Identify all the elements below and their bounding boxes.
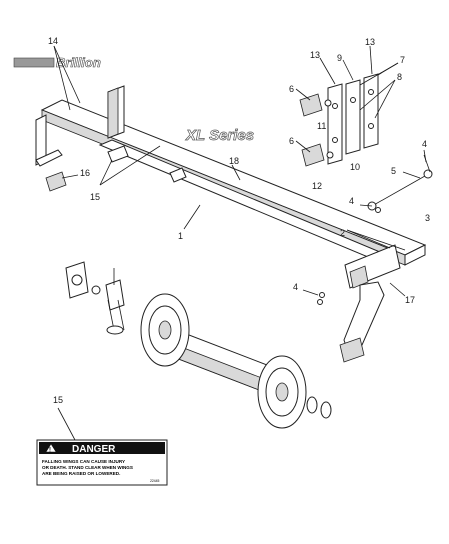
danger-line-1: FALLING WINGS CAN CAUSE INJURY bbox=[42, 459, 125, 464]
callout-14: 14 bbox=[48, 36, 58, 46]
danger-code: 22445 bbox=[150, 479, 160, 483]
callout-18: 18 bbox=[229, 156, 239, 166]
callout-7: 7 bbox=[400, 55, 405, 65]
callout-15-lower: 15 bbox=[53, 395, 63, 405]
callout-1: 1 bbox=[178, 231, 183, 241]
callout-8: 8 bbox=[397, 72, 402, 82]
callout-5: 5 bbox=[391, 166, 396, 176]
callout-4-low: 4 bbox=[293, 282, 298, 292]
xl-series-logo: XL Series bbox=[185, 127, 254, 144]
svg-text:!: ! bbox=[49, 448, 51, 454]
callout-10: 10 bbox=[350, 162, 360, 172]
callout-3: 3 bbox=[425, 213, 430, 223]
callout-6-lower: 6 bbox=[289, 136, 294, 146]
callout-17: 17 bbox=[405, 295, 415, 305]
danger-line-3: ARE BEING RAISED OR LOWERED. bbox=[42, 471, 120, 476]
cylinder-arm bbox=[367, 154, 433, 211]
main-frame bbox=[35, 85, 427, 363]
bearing-hardware bbox=[65, 261, 125, 335]
packer-roller bbox=[140, 293, 332, 429]
brillion-logo-text: Brillion bbox=[56, 55, 101, 70]
bolt-assemblies bbox=[299, 93, 334, 167]
danger-title: DANGER bbox=[72, 444, 116, 455]
callout-11: 11 bbox=[317, 121, 326, 131]
callout-15-upper: 15 bbox=[90, 192, 100, 202]
callout-13-top: 13 bbox=[365, 37, 375, 47]
callout-16: 16 bbox=[80, 168, 90, 178]
callout-numbers: 14 13 9 13 7 8 6 11 6 12 10 4 5 4 3 18 1… bbox=[48, 36, 430, 405]
callout-12: 12 bbox=[312, 181, 322, 191]
brillion-logo: Brillion bbox=[13, 55, 101, 70]
callout-4-top: 4 bbox=[422, 139, 427, 149]
danger-line-2: OR DEATH. STAND CLEAR WHEN WINGS bbox=[42, 465, 133, 470]
leader-lines bbox=[53, 45, 427, 441]
callout-13: 13 bbox=[310, 50, 320, 60]
danger-decal: ! DANGER FALLING WINGS CAN CAUSE INJURY … bbox=[36, 439, 168, 486]
callout-2: 2 bbox=[340, 228, 345, 238]
wing-plates bbox=[327, 73, 379, 165]
callout-6-upper: 6 bbox=[289, 84, 294, 94]
callout-9: 9 bbox=[337, 53, 342, 63]
callout-4-mid: 4 bbox=[349, 196, 354, 206]
warning-triangle-icon bbox=[45, 443, 57, 453]
